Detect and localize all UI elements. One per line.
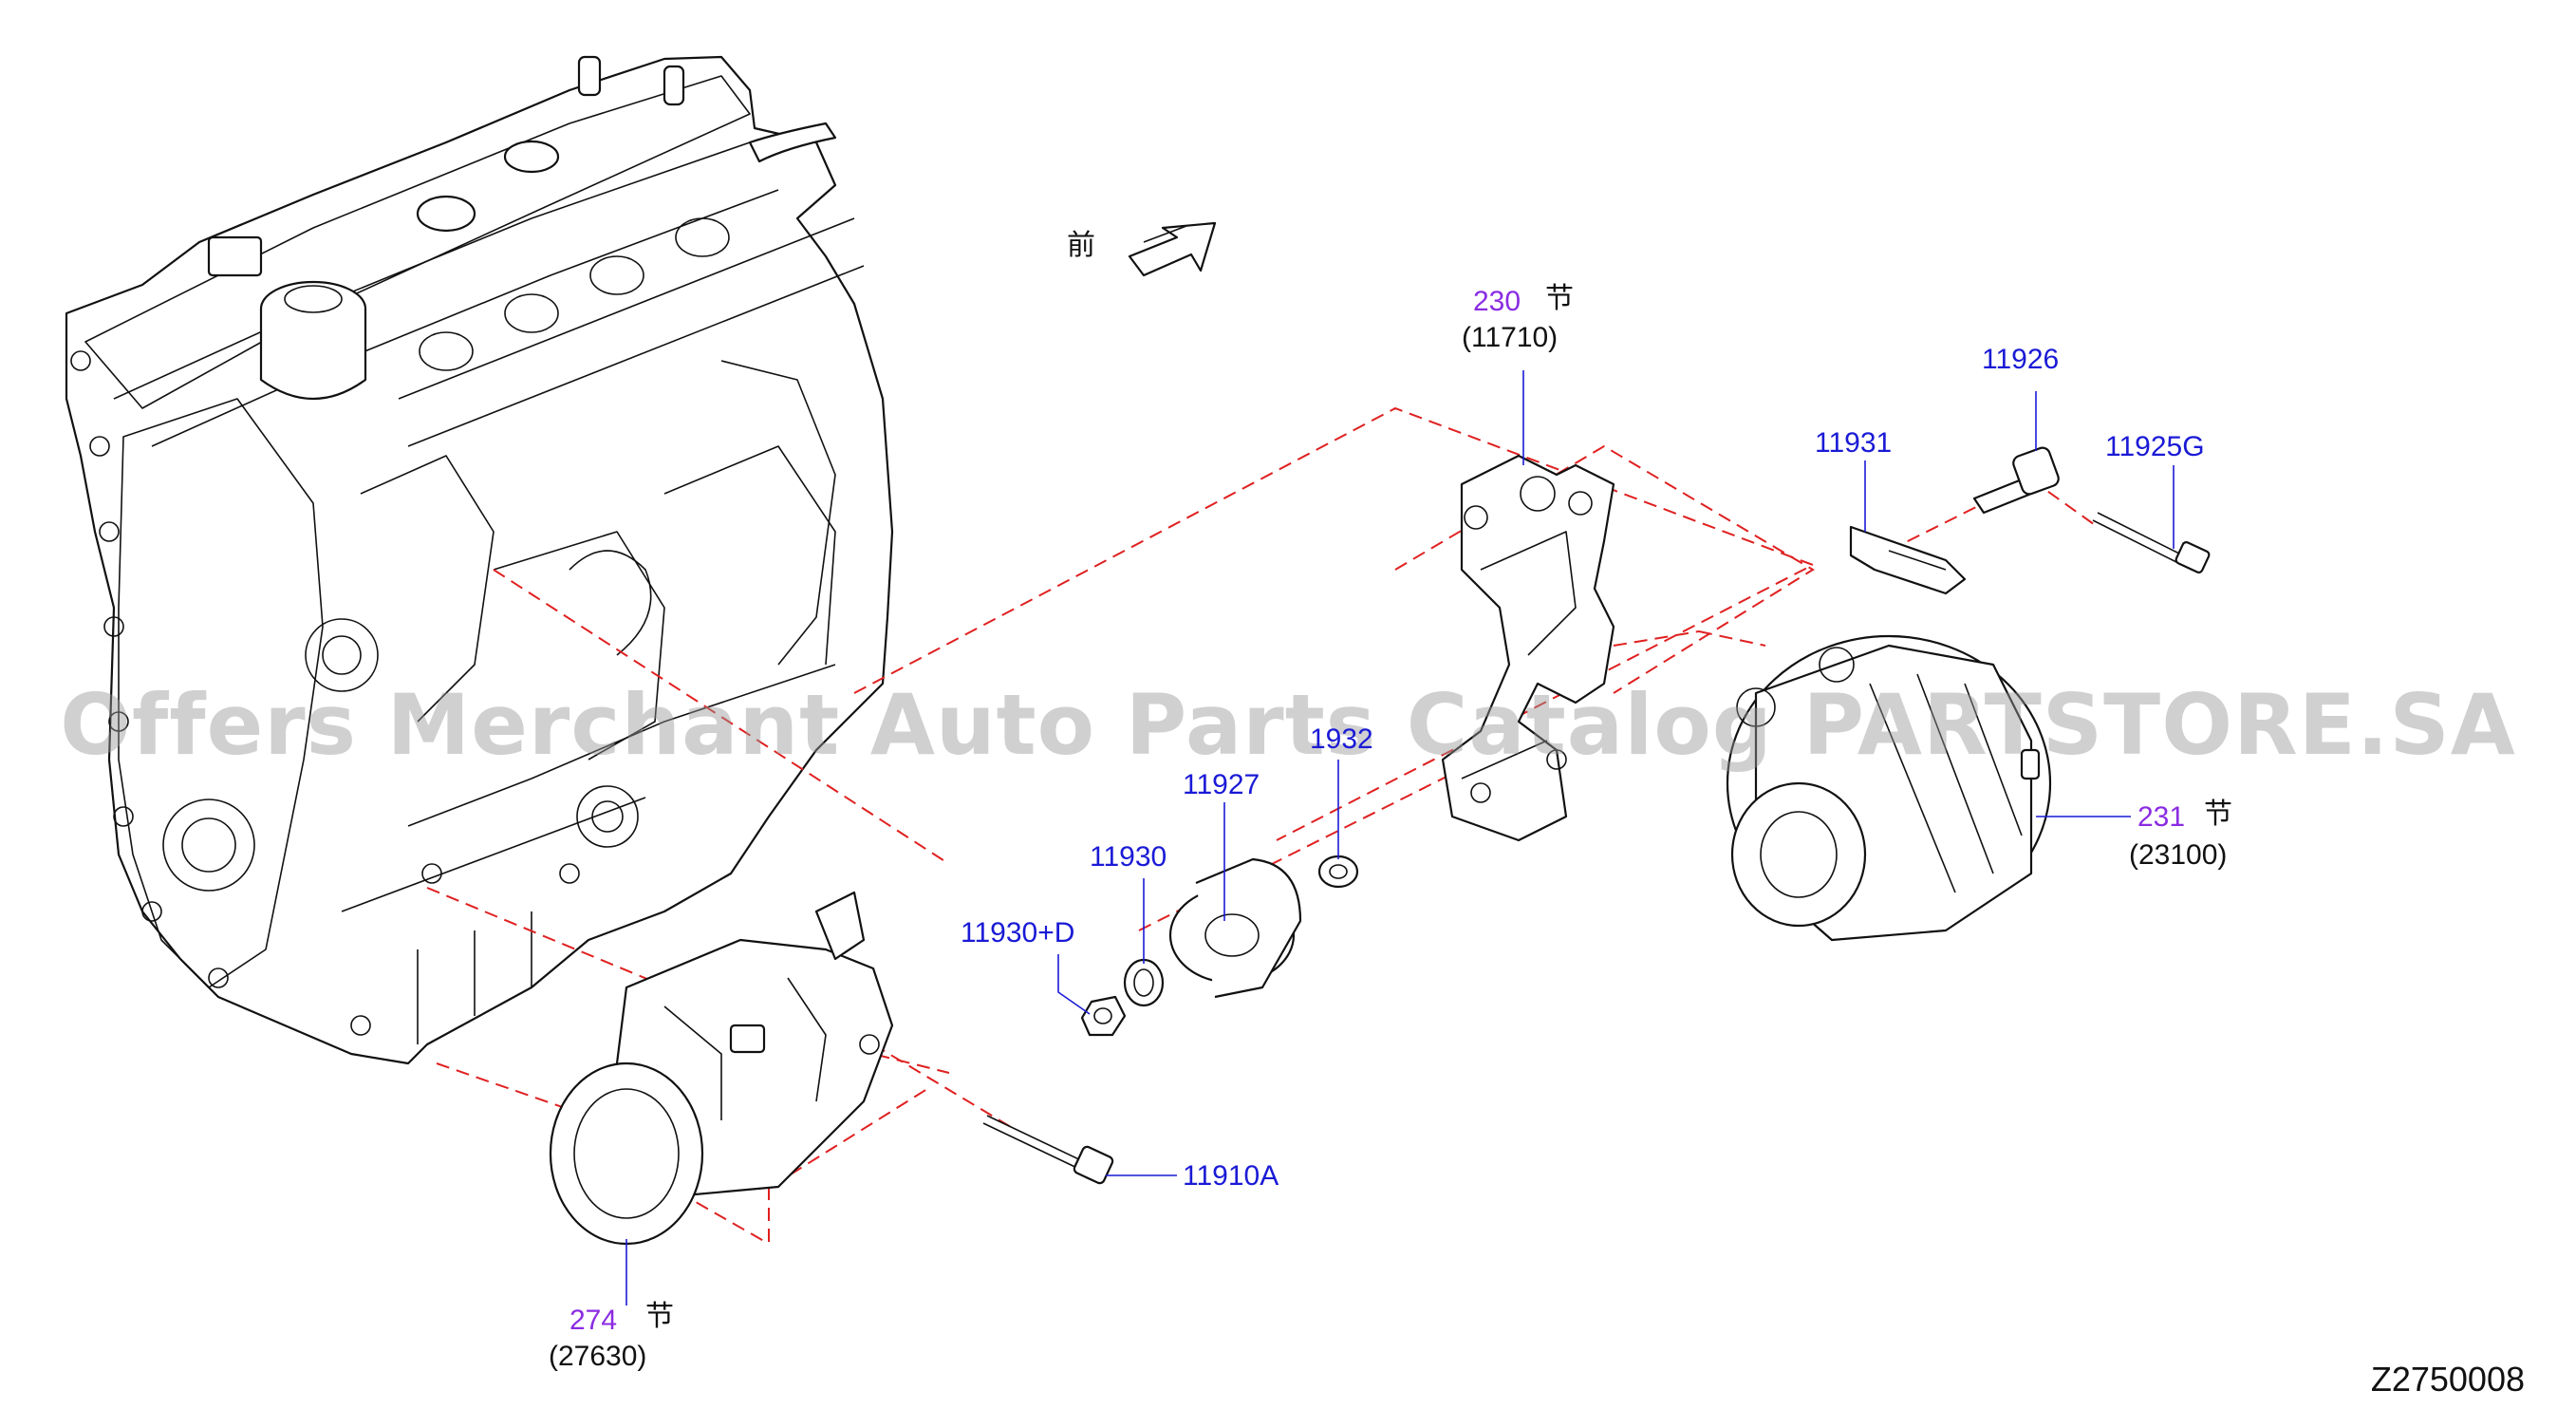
callout-274[interactable]: 274 [569, 1305, 618, 1336]
ac-compressor-illustration [549, 891, 894, 1246]
callout-11927[interactable]: 11927 [1183, 769, 1260, 800]
callout-11910a[interactable]: 11910A [1183, 1160, 1279, 1192]
alternator-illustration [1726, 634, 2052, 942]
callout-11931[interactable]: 11931 [1815, 427, 1893, 459]
through-bolt-illustration [2092, 512, 2211, 573]
callout-231-sub: (23100) [2129, 839, 2228, 871]
callout-11925g[interactable]: 11925G [2105, 431, 2205, 462]
diagram-code: Z2750008 [2370, 1360, 2525, 1399]
callout-231[interactable]: 231 [2137, 801, 2186, 833]
callout-11930[interactable]: 11930 [1090, 841, 1167, 873]
callout-231-mark: 节 [2204, 798, 2232, 831]
callout-274-mark: 节 [645, 1300, 674, 1333]
callout-230-mark: 节 [1545, 282, 1574, 315]
engine-block-illustration [65, 55, 894, 1065]
spacer-1932-illustration [1317, 855, 1359, 889]
adjust-plate-illustration [1849, 525, 1967, 595]
nut-11930d-illustration [1080, 995, 1127, 1037]
callout-11926[interactable]: 11926 [1982, 344, 2060, 375]
washer-11930-illustration [1123, 958, 1165, 1007]
compressor-bolt-illustration [982, 1115, 1114, 1185]
watermark-text: Offers Merchant Auto Parts Catalog PARTS… [60, 676, 2516, 774]
callout-230[interactable]: 230 [1473, 286, 1521, 317]
alternator-bracket-illustration [1441, 454, 1615, 842]
idler-pulley-illustration [1168, 857, 1302, 999]
callout-230-sub: (11710) [1462, 322, 1559, 353]
front-direction-arrow-icon [1128, 221, 1217, 277]
callout-11930d[interactable]: 11930+D [961, 917, 1075, 949]
front-label: 前 [1067, 229, 1095, 262]
adjust-bolt-illustration [1972, 446, 2060, 515]
callout-leader-lines [625, 370, 2175, 1306]
callout-1932[interactable]: 1932 [1310, 723, 1373, 755]
callout-274-sub: (27630) [549, 1341, 647, 1372]
